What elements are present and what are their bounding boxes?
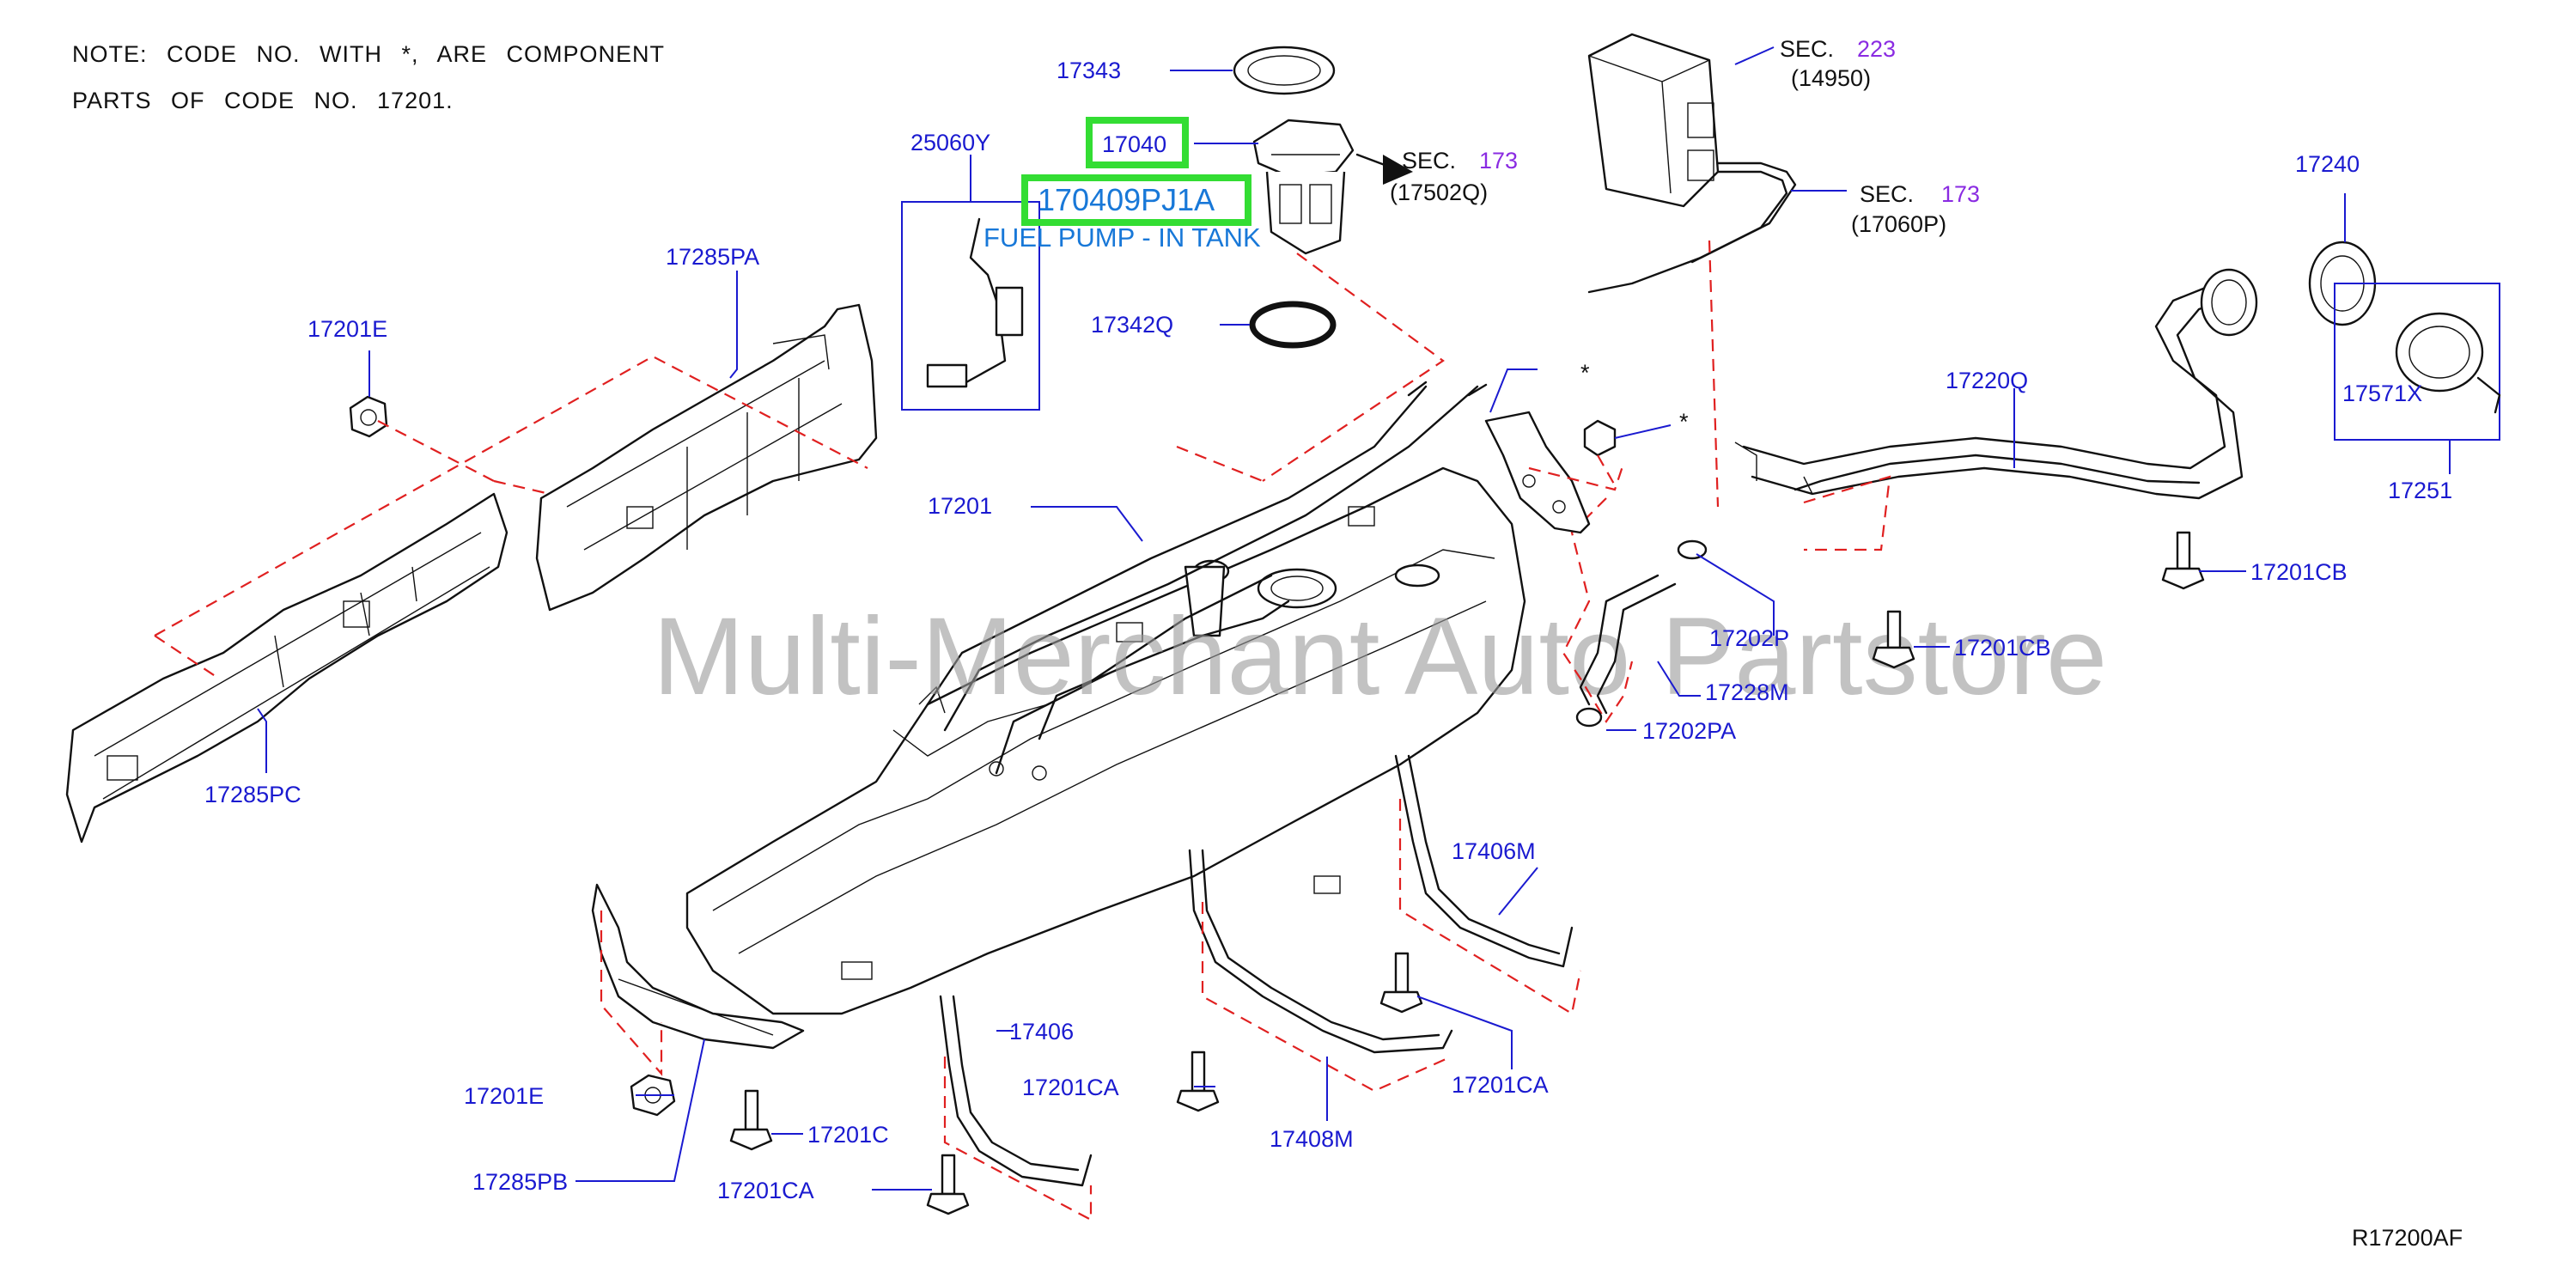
- strap-17406[interactable]: [939, 995, 1093, 1187]
- bracket-component[interactable]: [1484, 411, 1591, 534]
- label-17201ca-c[interactable]: 17201CA: [717, 1178, 814, 1203]
- highlight-description: FUEL PUMP - IN TANK: [984, 222, 1261, 253]
- bolt-17201c[interactable]: [729, 1089, 773, 1151]
- fuel-pump-module[interactable]: [1252, 119, 1355, 255]
- highlight-oem-no[interactable]: 170409PJ1A: [1038, 182, 1215, 217]
- strap-17408m[interactable]: [1188, 849, 1453, 1054]
- label-17285pc[interactable]: 17285PC: [204, 782, 301, 807]
- filler-guide-dashes: [1708, 240, 1891, 551]
- label-17201e-top[interactable]: 17201E: [308, 316, 387, 342]
- label-17202pa[interactable]: 17202PA: [1642, 718, 1736, 744]
- watermark: Multi-Merchant Auto Partstore: [653, 595, 2107, 718]
- sec-pump-sub: (17502Q): [1390, 180, 1488, 205]
- fuel-tank[interactable]: [685, 466, 1526, 1015]
- sec-pump-label: SEC.: [1402, 148, 1456, 174]
- canister-vent-hose: [1587, 161, 1797, 294]
- sec-canister-sub: (14950): [1791, 65, 1871, 91]
- sec-vent-sub: (17060P): [1851, 211, 1946, 237]
- bolt-17201cb-a[interactable]: [2161, 531, 2205, 590]
- sec-canister-label: SEC.: [1780, 36, 1834, 62]
- hose-guide-dashes: [1562, 497, 1634, 724]
- leader-lines: [257, 46, 2451, 1191]
- bolt-17201ca-c[interactable]: [926, 1154, 970, 1215]
- clamp-17202pa[interactable]: [1575, 707, 1603, 728]
- diagram-code: R17200AF: [2352, 1225, 2463, 1251]
- strap-guide-dashes-2: [600, 911, 1093, 1221]
- label-17228m[interactable]: 17228M: [1705, 679, 1789, 705]
- sec-pump-num[interactable]: 173: [1479, 148, 1518, 174]
- label-17240[interactable]: 17240: [2295, 151, 2360, 177]
- evap-canister[interactable]: [1587, 33, 1720, 208]
- sec-vent-num[interactable]: 173: [1941, 181, 1980, 207]
- strap-bracket-17285pb[interactable]: [591, 883, 805, 1050]
- label-17343[interactable]: 17343: [1057, 58, 1121, 83]
- bolt-component[interactable]: [1583, 419, 1617, 457]
- label-17201ca-b[interactable]: 17201CA: [1452, 1072, 1549, 1098]
- note-line-2: PARTS OF CODE NO. 17201.: [72, 88, 454, 113]
- label-17342q[interactable]: 17342Q: [1091, 312, 1173, 338]
- highlight-part-no[interactable]: 17040: [1102, 131, 1166, 157]
- nut-guide-dash: [377, 420, 495, 482]
- clamp-17202p[interactable]: [1677, 539, 1708, 560]
- bolt-17201ca-a[interactable]: [1379, 952, 1423, 1014]
- label-17251[interactable]: 17251: [2388, 478, 2452, 503]
- fuel-level-sender-25060y[interactable]: [901, 201, 1040, 411]
- strap-guide-dashes: [1201, 799, 1582, 1093]
- label-17201cb-b[interactable]: 17201CB: [1954, 635, 2051, 661]
- note-line-1: NOTE: CODE NO. WITH *, ARE COMPONENT: [72, 41, 665, 67]
- label-17201ca-a[interactable]: 17201CA: [1022, 1075, 1119, 1100]
- tank-fuel-lines: [926, 381, 1488, 781]
- asterisk-bracket: *: [1580, 360, 1590, 386]
- label-17201c[interactable]: 17201C: [807, 1122, 889, 1148]
- heat-shield-lower[interactable]: [65, 492, 509, 844]
- lock-ring-17343[interactable]: [1233, 46, 1336, 95]
- bolt-17201cb-b[interactable]: [1872, 610, 1915, 669]
- label-17285pa[interactable]: 17285PA: [666, 244, 759, 270]
- vent-hose-17228m[interactable]: [1579, 574, 1677, 715]
- sec-vent-label: SEC.: [1860, 181, 1914, 207]
- label-17408m[interactable]: 17408M: [1270, 1126, 1354, 1152]
- filler-tube-17220q[interactable]: [1734, 268, 2258, 500]
- heat-shield-upper[interactable]: [535, 303, 878, 612]
- bolt-17201ca-b[interactable]: [1176, 1051, 1220, 1112]
- gasket-17342q[interactable]: [1249, 301, 1337, 349]
- highlight-box-part-no: [1086, 117, 1189, 168]
- asterisk-bolt: *: [1679, 409, 1689, 435]
- pump-outlet-arrow-icon: [1383, 155, 1413, 185]
- nut-17201e-top[interactable]: [349, 395, 388, 438]
- label-17201[interactable]: 17201: [928, 493, 992, 519]
- sec-canister-num[interactable]: 223: [1857, 36, 1896, 62]
- bracket-guide-dashes: [1528, 454, 1625, 491]
- label-17201e-bottom[interactable]: 17201E: [464, 1083, 544, 1109]
- label-17201cb-a[interactable]: 17201CB: [2250, 559, 2348, 585]
- label-17202p[interactable]: 17202P: [1709, 625, 1789, 651]
- label-17406[interactable]: 17406: [1009, 1019, 1074, 1045]
- shield-guide-dashes: [154, 355, 868, 679]
- strap-17406m[interactable]: [1394, 754, 1574, 968]
- label-17285pb[interactable]: 17285PB: [472, 1169, 568, 1195]
- pump-guide-dashes: [1176, 253, 1445, 483]
- label-17220q[interactable]: 17220Q: [1946, 368, 2028, 393]
- canister-vent-hose-2: [1690, 170, 1788, 264]
- label-25060y[interactable]: 25060Y: [910, 130, 990, 155]
- label-17406m[interactable]: 17406M: [1452, 838, 1536, 864]
- label-17571x[interactable]: 17571X: [2342, 381, 2422, 406]
- highlight-box-oem-no: [1021, 174, 1251, 226]
- filler-cap-17251[interactable]: [2334, 283, 2501, 441]
